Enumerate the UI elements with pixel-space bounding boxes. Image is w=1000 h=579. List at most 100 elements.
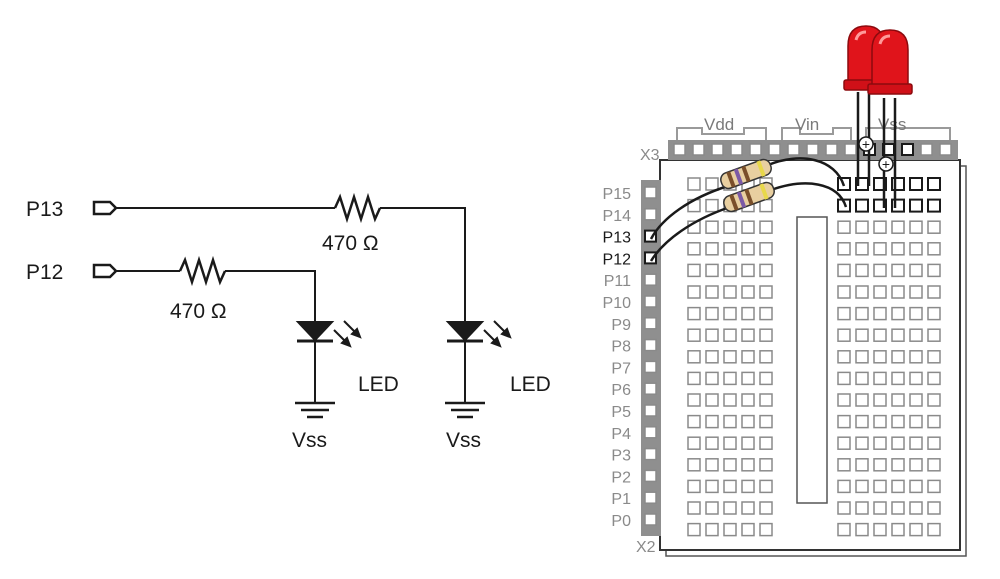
breadboard-hole	[723, 522, 737, 537]
breadboard-hole	[855, 393, 869, 407]
breadboard-hole	[927, 306, 941, 321]
center-channel	[796, 216, 828, 504]
breadboard-hole	[873, 263, 887, 278]
breadboard-hole	[927, 393, 941, 407]
breadboard-hole	[927, 479, 941, 494]
breadboard-hole	[855, 414, 869, 429]
resistor-component-b	[723, 181, 775, 213]
breadboard-hole	[759, 328, 773, 342]
header-hole	[673, 143, 686, 156]
breadboard-hole	[741, 285, 755, 299]
breadboard-hole	[837, 522, 851, 537]
breadboard-hole	[909, 328, 923, 342]
schematic	[92, 192, 512, 419]
header-hole	[644, 186, 657, 199]
breadboard-hole	[705, 306, 719, 321]
breadboard-hole	[873, 328, 887, 342]
header-hole	[920, 143, 933, 156]
breadboard-hole	[741, 501, 755, 515]
breadboard-hole	[927, 242, 941, 256]
io-pin-label: P8	[611, 339, 631, 356]
breadboard-hole	[759, 220, 773, 234]
breadboard-hole	[687, 328, 701, 342]
breadboard-hole	[927, 263, 941, 278]
breadboard-hole	[759, 479, 773, 494]
breadboard-hole	[837, 242, 851, 256]
breadboard-hole	[855, 522, 869, 537]
breadboard-hole	[927, 414, 941, 429]
io-pin-label: P13	[603, 230, 632, 247]
breadboard-hole	[705, 479, 719, 494]
breadboard-hole	[723, 414, 737, 429]
header-hole	[730, 143, 743, 156]
resistor-p12	[178, 255, 227, 287]
breadboard-hole	[759, 414, 773, 429]
breadboard-hole	[723, 328, 737, 342]
io-pin-label: P9	[611, 317, 631, 334]
breadboard-hole	[741, 220, 755, 234]
breadboard-hole	[723, 306, 737, 321]
breadboard-hole	[705, 350, 719, 364]
breadboard-hole	[909, 522, 923, 537]
io-pin-label: P4	[611, 426, 631, 443]
header-hole	[825, 143, 838, 156]
breadboard-hole	[927, 350, 941, 364]
breadboard-hole	[855, 479, 869, 494]
breadboard-hole	[759, 263, 773, 278]
breadboard-hole	[837, 458, 851, 472]
header-hole	[768, 143, 781, 156]
breadboard-hole	[741, 393, 755, 407]
breadboard-hole	[891, 479, 905, 494]
breadboard-hole	[705, 522, 719, 537]
header-hole	[711, 143, 724, 156]
breadboard-hole	[759, 371, 773, 386]
header-hole	[644, 317, 657, 330]
breadboard-hole	[873, 458, 887, 472]
breadboard-hole	[723, 393, 737, 407]
led-symbol-a	[445, 321, 485, 342]
breadboard-hole	[837, 263, 851, 278]
jumper-wire-b	[770, 182, 848, 208]
breadboard-hole	[891, 350, 905, 364]
breadboard-hole	[759, 436, 773, 450]
breadboard-hole	[687, 436, 701, 450]
breadboard-hole	[687, 306, 701, 321]
wire-p12-to-led	[225, 270, 316, 322]
breadboard-hole	[855, 198, 869, 213]
breadboard-hole	[837, 414, 851, 429]
breadboard-hole	[909, 306, 923, 321]
pin-label-p12: P12	[26, 261, 63, 284]
breadboard-hole	[891, 306, 905, 321]
light-arrows-a	[483, 320, 512, 348]
light-arrows-b	[333, 320, 362, 348]
ground-label-a: Vss	[446, 429, 481, 452]
breadboard-hole	[759, 242, 773, 256]
breadboard-hole	[837, 501, 851, 515]
header-hole	[692, 143, 705, 156]
header-label-x2: X2	[636, 539, 656, 556]
breadboard-hole	[891, 436, 905, 450]
breadboard-hole	[687, 501, 701, 515]
breadboard-hole	[855, 458, 869, 472]
io-pin-label: P5	[611, 404, 631, 421]
breadboard-hole	[723, 285, 737, 299]
breadboard-hole	[705, 501, 719, 515]
io-pin-label: P3	[611, 448, 631, 465]
breadboard-hole	[759, 501, 773, 515]
breadboard-hole	[741, 479, 755, 494]
header-hole	[644, 447, 657, 461]
breadboard-hole	[855, 306, 869, 321]
breadboard-hole	[687, 479, 701, 494]
breadboard-hole	[855, 436, 869, 450]
header-hole	[644, 229, 657, 243]
breadboard-hole	[705, 393, 719, 407]
io-pin-label: P11	[604, 273, 631, 290]
io-pin-label: P10	[603, 295, 632, 312]
header-hole	[644, 273, 657, 286]
header-hole	[644, 338, 657, 352]
breadboard-hole	[741, 328, 755, 342]
io-pin-label: P14	[603, 208, 632, 225]
header-hole	[644, 360, 657, 374]
polarity-marker-a: +	[858, 136, 874, 152]
